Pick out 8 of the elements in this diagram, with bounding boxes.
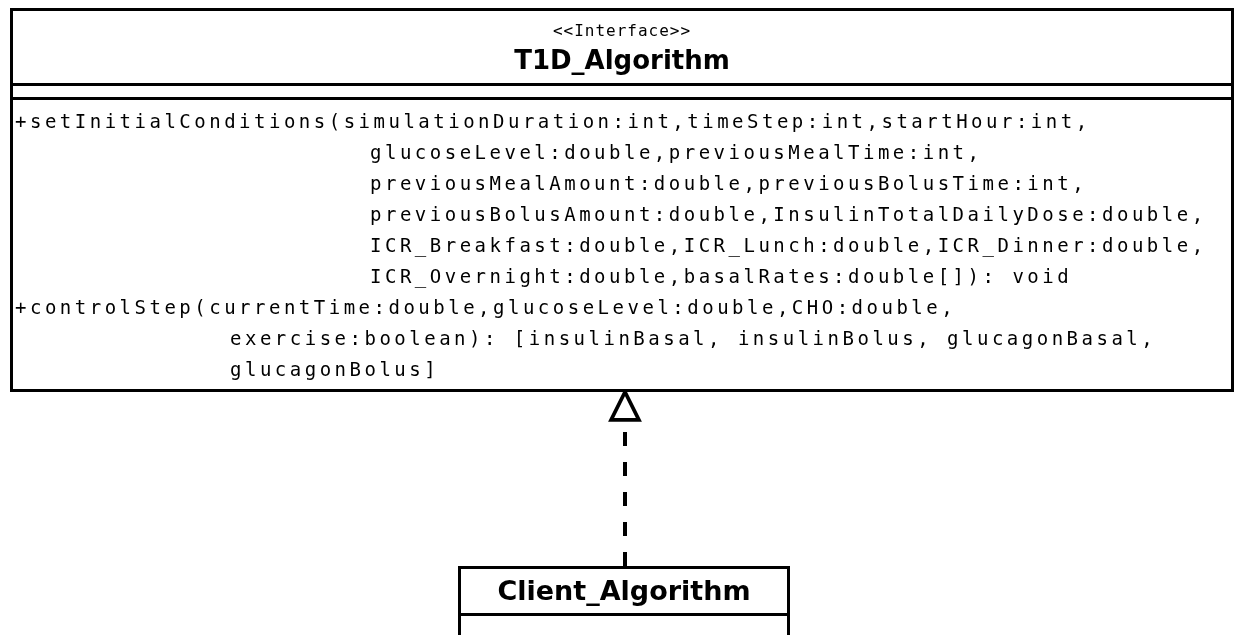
class-name: T1D_Algorithm (514, 44, 730, 77)
class-name: Client_Algorithm (497, 574, 751, 608)
method-signature: +controlStep(currentTime:double,glucoseLevel:double,CHO:double, exercise:boolean): [insulinBasal, insulinBolus, glucagonBasal, glucagonBolus] (14, 295, 1158, 382)
stereotype-text: <<Interface>> (552, 20, 692, 42)
class-box (458, 566, 790, 635)
interface-class-box (10, 8, 1234, 392)
realization-arrow (609, 390, 641, 566)
method-signature: +setInitialConditions(simulationDuration:int,timeStep:int,startHour:int, glucoseLevel:double,previousMealTime:int, previousMealAmount:double,previousBolusTime:int, previousBolusAmount:double,InsulinTotalDailyDose:double, ICR_Breakfast:double,ICR_Lunch:double,ICR_Dinner:double, ICR_Overnight:double,basalRates:double[]): void (14, 109, 1208, 290)
